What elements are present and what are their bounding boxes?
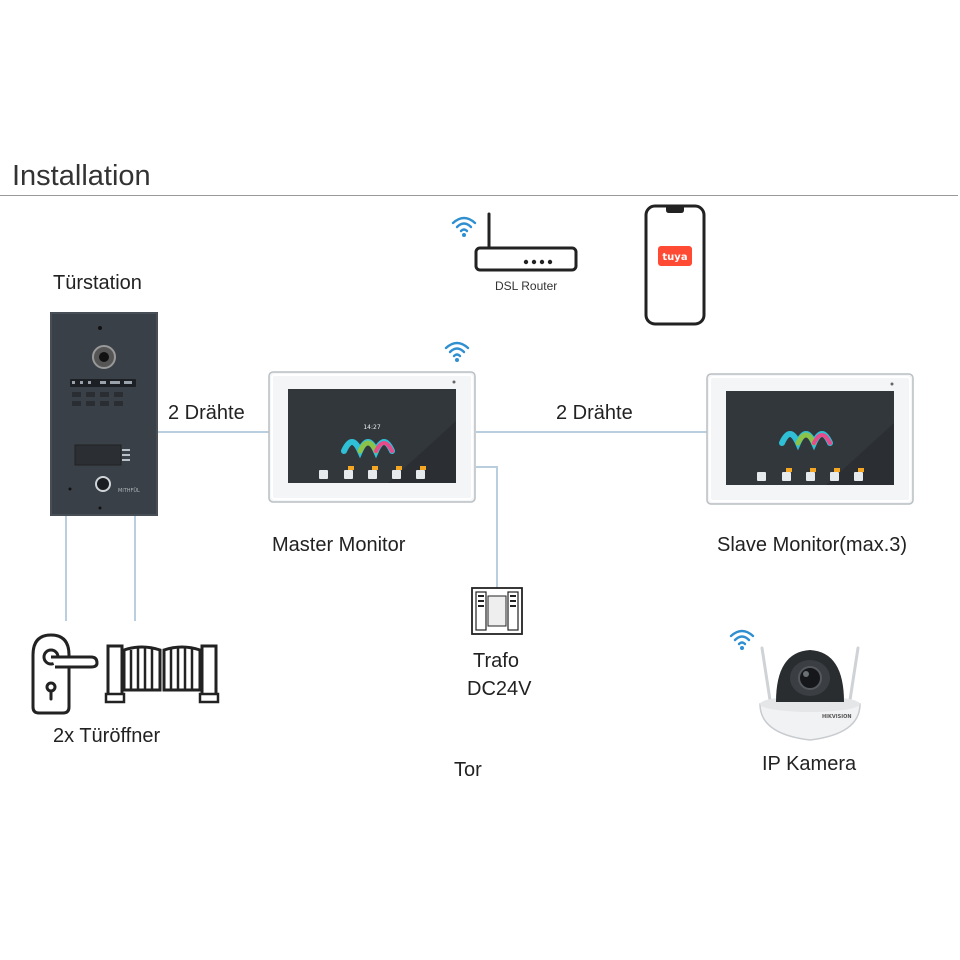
gate-label: Tor	[454, 759, 482, 781]
wifi-icon	[729, 629, 755, 650]
slave-monitor	[706, 373, 914, 505]
gate-icon	[104, 644, 220, 704]
wire-door-to-gate	[134, 515, 136, 621]
router-icon	[474, 212, 578, 272]
camera-brand: HIKVISION	[822, 714, 852, 720]
master-monitor-label: Master Monitor	[272, 534, 406, 556]
wire-master-to-trafo-v	[496, 466, 498, 590]
wifi-icon	[451, 216, 477, 237]
slave-monitor-label: Slave Monitor(max.3)	[717, 534, 908, 556]
tuya-logo: tuya	[662, 252, 687, 263]
router-label: DSL Router	[495, 279, 558, 293]
smartphone-icon: tuya	[644, 204, 706, 326]
openers-label: 2x Türöffner	[53, 725, 161, 747]
page-title: Installation	[12, 160, 151, 192]
wire-door-to-lock	[65, 515, 67, 621]
wire-master-to-trafo-h	[476, 466, 498, 468]
wires-right-label: 2 Drähte	[556, 402, 633, 424]
trafo-label-line1: Trafo	[473, 650, 519, 672]
ip-camera-label: IP Kamera	[762, 753, 857, 775]
ip-camera-icon: HIKVISION	[759, 646, 861, 741]
door-station-panel: MiTHFÜL	[50, 312, 158, 516]
door-lock-icon	[31, 633, 99, 715]
door-station-label: Türstation	[53, 272, 142, 294]
master-monitor: 14:27	[268, 371, 476, 503]
wire-door-to-master	[157, 431, 269, 433]
title-divider	[0, 195, 958, 196]
trafo-label-line2: DC24V	[467, 678, 532, 700]
transformer-icon	[471, 587, 523, 635]
door-panel-brand: MiTHFÜL	[118, 487, 140, 494]
screen-time: 14:27	[363, 424, 380, 431]
wire-master-to-slave	[476, 431, 708, 433]
wifi-icon	[444, 341, 470, 362]
wires-left-label: 2 Drähte	[168, 402, 245, 424]
